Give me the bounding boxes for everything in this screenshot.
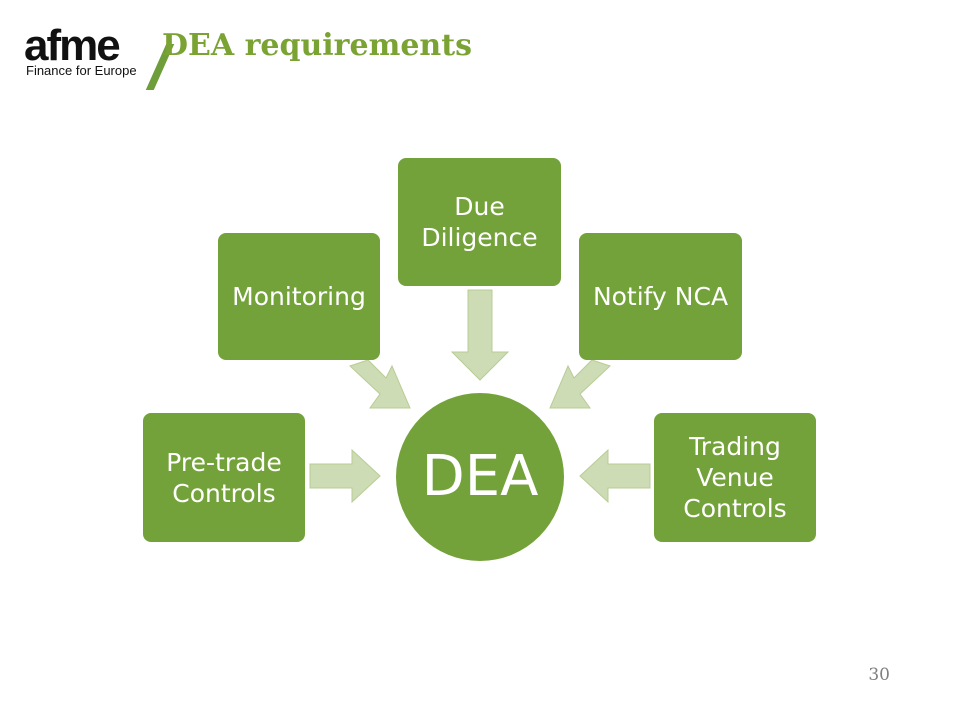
afme-logo: afme Finance for Europe xyxy=(24,21,175,90)
arrow-trading-venue-to-dea xyxy=(579,448,651,504)
node-monitoring: Monitoring xyxy=(218,233,380,360)
node-pre-trade-controls: Pre-trade Controls xyxy=(143,413,305,542)
logo-wordmark: afme xyxy=(24,21,121,70)
logo-tagline: Finance for Europe xyxy=(26,63,137,78)
arrow-monitoring-to-dea xyxy=(349,359,411,409)
center-node-dea: DEA xyxy=(396,393,564,561)
arrow-due-diligence-to-dea xyxy=(450,289,510,381)
slide-title: DEA requirements xyxy=(162,28,472,63)
arrow-pre-trade-to-dea xyxy=(309,448,381,504)
node-trading-venue-controls: Trading Venue Controls xyxy=(654,413,816,542)
node-due-diligence: Due Diligence xyxy=(398,158,561,286)
arrow-notify-nca-to-dea xyxy=(549,359,611,409)
page-number: 30 xyxy=(868,665,890,685)
node-notify-nca: Notify NCA xyxy=(579,233,742,360)
